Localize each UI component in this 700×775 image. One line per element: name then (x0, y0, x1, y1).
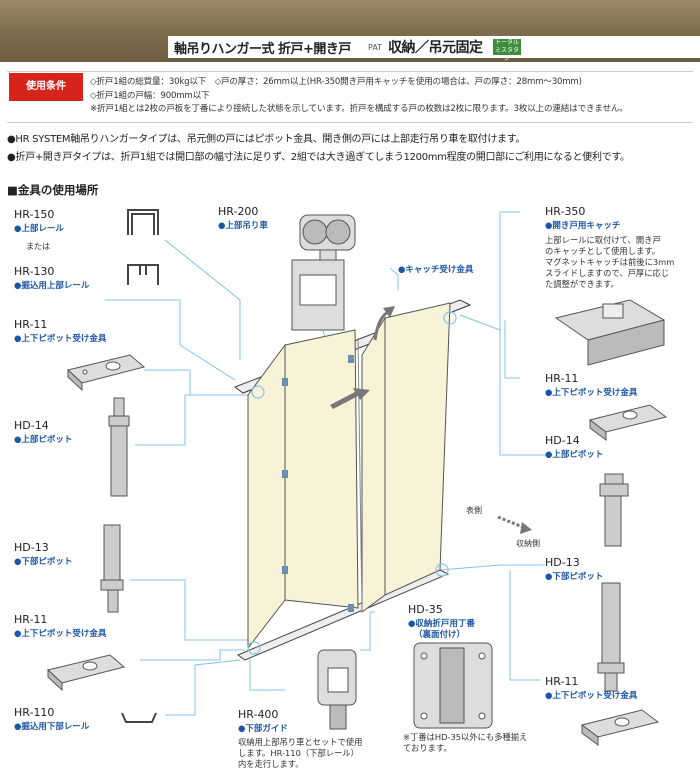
hd14-pivot-left (108, 397, 130, 497)
hr11b-name: ●上下ピボット受け金具 (14, 629, 107, 639)
conditions-label: 使用条件 (9, 73, 83, 101)
condition-line-1: ◇折戸1組の総質量：30kg以下 ◇戸の厚さ：26mm以上(HR-350開き戸用… (90, 77, 582, 87)
hr200-code: HR-200 (218, 205, 259, 218)
hr11c-name: ●上下ピボット受け金具 (545, 388, 638, 398)
hr130-code: HR-130 (14, 265, 55, 278)
hd35-note-1: ※丁番はHD-35以外にも多種揃え (403, 732, 528, 742)
hd13-pivot-left (100, 524, 124, 613)
section-title: ■金具の使用場所 (7, 183, 99, 197)
hd35-code: HD-35 (408, 603, 443, 616)
open-arrow (373, 310, 389, 341)
hd35-name: ●収納折戸用丁番 (408, 619, 475, 629)
hr350-code: HR-350 (545, 205, 586, 218)
hr400-desc-3: 内を走行します。 (238, 759, 304, 769)
storage-side-label: 収納側 (516, 539, 540, 548)
hr110-profile (121, 712, 157, 723)
front-side-label: 表側 (466, 506, 482, 515)
hr400-desc-1: 収納用上部吊り車とセットで使用 (238, 737, 363, 747)
catch-receiver-name: ●キャッチ受け金具 (398, 265, 474, 275)
hr110-code: HR-110 (14, 706, 55, 719)
hd14a-code: HD-14 (14, 419, 49, 432)
hd14b-name: ●上部ピボット (545, 450, 604, 460)
hd14-pivot-right (599, 473, 629, 547)
hd13b-name: ●下部ピボット (545, 572, 604, 582)
hr11-plate-left-bottom (46, 654, 126, 692)
hr400-name: ●下部ガイド (238, 724, 288, 734)
hd13a-name: ●下部ピボット (14, 557, 73, 567)
leader-lines (105, 211, 550, 716)
hr11-plate-right-bottom (580, 709, 660, 746)
bullet-2: ●折戸+開き戸タイプは、折戸1組では開口部の幅寸法に足りず、2組では大き過ぎてし… (7, 152, 630, 163)
hr130-profile (127, 264, 159, 285)
hr350-catch (554, 299, 666, 366)
hr350-desc-3: マグネットキャッチは前後に3mm (545, 257, 675, 267)
hd35-note-2: ております。 (403, 743, 452, 753)
hr110-name: ●掘込用下部レール (14, 722, 90, 732)
hr350-name: ●開き戸用キャッチ (545, 221, 621, 231)
doors (247, 302, 451, 650)
condition-line-2: ◇折戸1組の戸幅：900mm以下 (90, 91, 210, 101)
hd35-name-2: （裏面付け） (414, 630, 466, 640)
condition-line-3: ※折戸1組とは2枚の戸板を丁番により接続した状態を示しています。折戸を構成する戸… (90, 104, 628, 114)
door-edges (357, 337, 363, 613)
hd14b-code: HD-14 (545, 434, 580, 447)
slide-arrow (330, 388, 370, 409)
hr11a-name: ●上下ピボット受け金具 (14, 334, 107, 344)
hr400-guide (317, 649, 357, 730)
hd13b-code: HD-13 (545, 556, 580, 569)
page-subtitle: 収納／吊元固定 (388, 40, 483, 56)
or-label: または (26, 242, 50, 251)
hinge-markers (282, 355, 354, 612)
hr350-desc-2: のキャッチとして使用します。 (545, 246, 661, 256)
hr11c-code: HR-11 (545, 372, 579, 385)
hr11d-name: ●上下ピボット受け金具 (545, 691, 638, 701)
hr400-desc-2: します。HR-110（下部レール） (238, 748, 359, 758)
hd13a-code: HD-13 (14, 541, 49, 554)
conditions-frame (7, 71, 693, 123)
hd13-pivot-right (597, 582, 625, 692)
hr350-desc-4: スライドしますので、戸厚に応じ (545, 268, 670, 278)
hr150-name: ●上部レール (14, 224, 64, 234)
hr400-code: HR-400 (238, 708, 279, 721)
pat-label: PAT (368, 43, 383, 52)
bullet-1: ●HR SYSTEM軸吊りハンガータイプは、吊元側の戸にはピボット金具、開き側の… (7, 134, 526, 145)
hr200-name: ●上部吊り車 (218, 221, 268, 231)
hr200-hanger (291, 214, 356, 331)
page-title: 軸吊りハンガー式 折戸+開き戸 (174, 42, 351, 57)
hr350-desc-1: 上部レールに取付けて、開き戸 (545, 235, 661, 245)
side-arrow (497, 515, 526, 530)
hr150-code: HR-150 (14, 208, 55, 221)
brand-badge: トータル ミスタタン (493, 39, 521, 62)
hr11b-code: HR-11 (14, 613, 48, 626)
hr150-profile (127, 209, 159, 235)
hr130-name: ●掘込用上部レール (14, 281, 90, 291)
hr11-plate-left-top (66, 354, 146, 392)
hr11a-code: HR-11 (14, 318, 48, 331)
title-bar (168, 36, 700, 58)
pivot-markers (247, 311, 457, 655)
hr11d-code: HR-11 (545, 675, 579, 688)
hr350-desc-5: た調整ができます。 (545, 279, 619, 289)
hr11-plate-right-top (588, 404, 668, 441)
hd35-hinge (413, 642, 493, 729)
hd14a-name: ●上部ピボット (14, 435, 73, 445)
